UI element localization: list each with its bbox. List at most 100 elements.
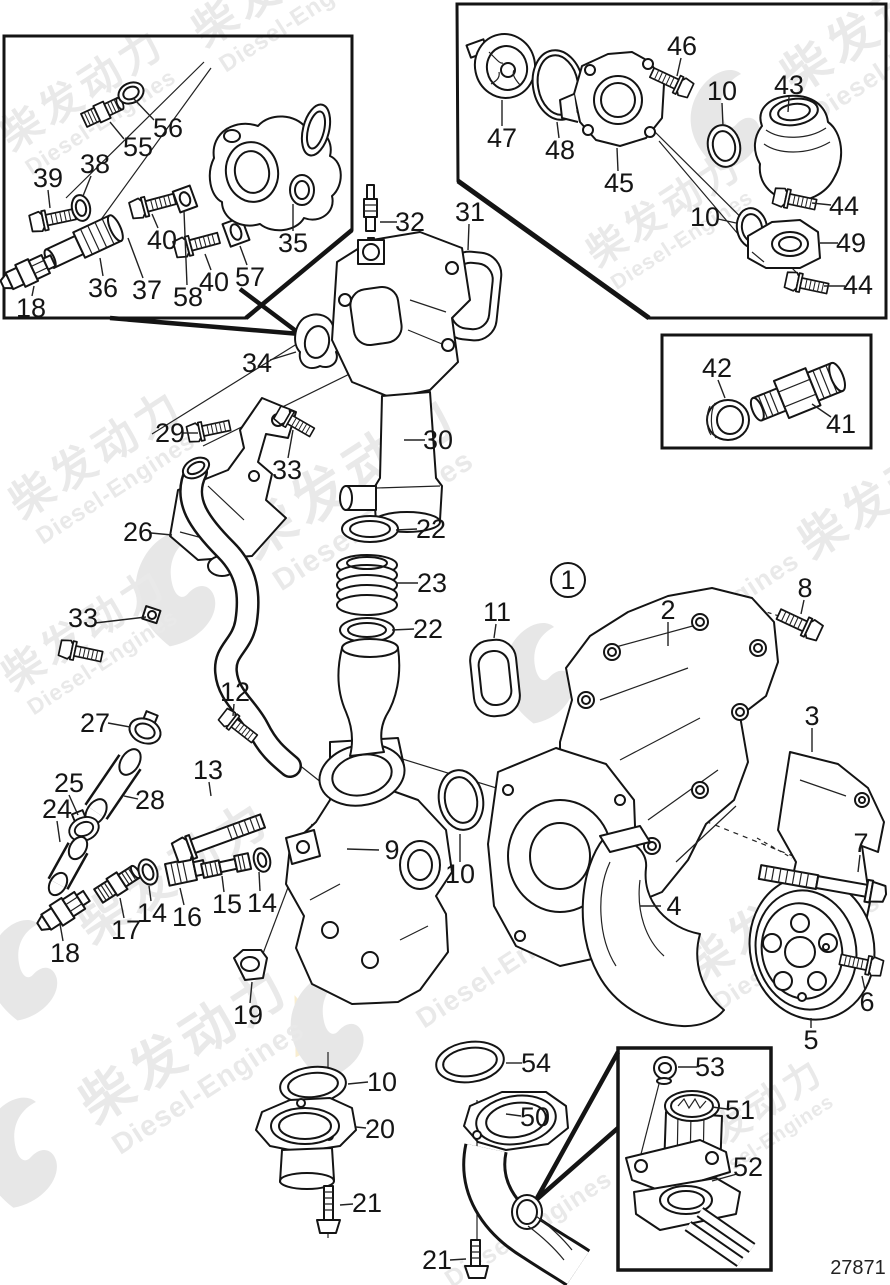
part-9-housing: [285, 737, 453, 1005]
leader-line: [269, 351, 297, 361]
leader-line: [811, 202, 832, 206]
leader-line: [347, 1081, 369, 1085]
leader-line: [467, 223, 470, 251]
callout-number: 16: [172, 902, 202, 932]
part-19-nut: [233, 949, 268, 981]
callout-25: 25: [54, 768, 84, 816]
leader-line: [119, 897, 125, 919]
leader-line: [59, 923, 64, 942]
callout-49: 49: [820, 228, 866, 258]
inset-box-mid-right: [660, 333, 873, 450]
callout-number: 22: [413, 614, 443, 644]
part-50-elbow-pipe: [462, 1091, 591, 1285]
leader-line: [107, 722, 131, 728]
callout-number: 6: [859, 987, 874, 1017]
callout-17: 17: [111, 897, 141, 945]
part-56-washer: [117, 81, 145, 105]
callout-6: 6: [859, 975, 875, 1017]
part-42-seal: [706, 399, 750, 441]
callout-23: 23: [396, 568, 447, 598]
leader-line: [249, 981, 253, 1004]
callout-33: 33: [68, 603, 147, 633]
part-49-connector: [747, 219, 821, 269]
callout-number: 49: [836, 228, 866, 258]
leader-line: [395, 528, 418, 531]
callout-27: 27: [80, 708, 131, 738]
callout-13: 13: [193, 755, 223, 797]
callout-number: 34: [242, 348, 272, 378]
brand-logo-icon: [503, 623, 574, 724]
callout-number: 28: [135, 785, 165, 815]
inset-box-bottom-right: [534, 1046, 773, 1272]
leader-line: [391, 628, 415, 631]
callout-number: 58: [173, 282, 203, 312]
part-58-clamp: [171, 184, 199, 214]
leader-line: [857, 854, 861, 873]
part-44-bolt-lower: [783, 269, 831, 299]
callout-number: 54: [521, 1048, 551, 1078]
callout-3: 3: [804, 701, 820, 752]
leader-line: [787, 96, 790, 113]
callout-number: 36: [88, 273, 118, 303]
leader-line: [208, 781, 212, 797]
callout-number: 21: [352, 1188, 382, 1218]
callout-number: 14: [247, 888, 277, 918]
leader-line: [183, 210, 188, 286]
part-53-plug-bolt: [653, 1056, 677, 1085]
callout-40: 40: [147, 213, 177, 255]
callout-34: 34: [242, 348, 297, 378]
leader-line: [346, 848, 380, 851]
callout-44: 44: [824, 270, 873, 300]
part-13-stud-bolt: [170, 813, 266, 864]
callout-number: 26: [123, 517, 153, 547]
callout-number: 51: [725, 1095, 755, 1125]
callout-10: 10: [445, 834, 475, 889]
part-21-bolt-left: [316, 1185, 341, 1234]
part-27-clamp: [124, 706, 168, 750]
callout-15: 15: [212, 875, 242, 919]
part-40-bolt-2: [171, 227, 223, 261]
leader-line: [811, 403, 832, 418]
callout-number: 7: [853, 828, 868, 858]
callout-42: 42: [702, 353, 732, 399]
leader-line: [239, 245, 248, 266]
callout-10: 10: [707, 76, 737, 127]
callout-19: 19: [233, 981, 263, 1030]
callout-20: 20: [355, 1114, 395, 1144]
callout-number: 33: [272, 455, 302, 485]
callout-7: 7: [853, 828, 869, 873]
callout-number: 44: [843, 270, 873, 300]
leader-line: [232, 703, 235, 717]
callout-number: 39: [33, 163, 63, 193]
callout-number: 4: [666, 891, 681, 921]
leader-line: [123, 795, 139, 800]
callout-14: 14: [247, 871, 277, 918]
leader-line: [556, 121, 560, 139]
part-14-washer-left: [137, 858, 159, 886]
callout-21: 21: [339, 1188, 382, 1218]
callout-number: 22: [416, 514, 446, 544]
leader-line: [676, 57, 682, 77]
callout-number: 42: [702, 353, 732, 383]
brand-logo-icon: [290, 973, 364, 1080]
leader-line: [221, 875, 225, 893]
callout-54: 54: [506, 1048, 551, 1078]
callout-number: 21: [422, 1245, 452, 1275]
part-10-oring-main: [437, 769, 485, 831]
part-28-hose: [84, 748, 142, 826]
callout-32: 32: [380, 207, 425, 237]
callout-number: 10: [367, 1067, 397, 1097]
callout-22: 22: [391, 614, 443, 644]
leader-line: [127, 237, 144, 279]
leader-line: [99, 257, 104, 277]
callout-number: 47: [487, 123, 517, 153]
callout-12: 12: [220, 677, 250, 717]
callout-55: 55: [109, 121, 153, 162]
inset-box-top-left: [2, 34, 354, 337]
callout-number: 57: [235, 262, 265, 292]
callout-number: 32: [395, 207, 425, 237]
part-43-elbow: [754, 94, 843, 202]
